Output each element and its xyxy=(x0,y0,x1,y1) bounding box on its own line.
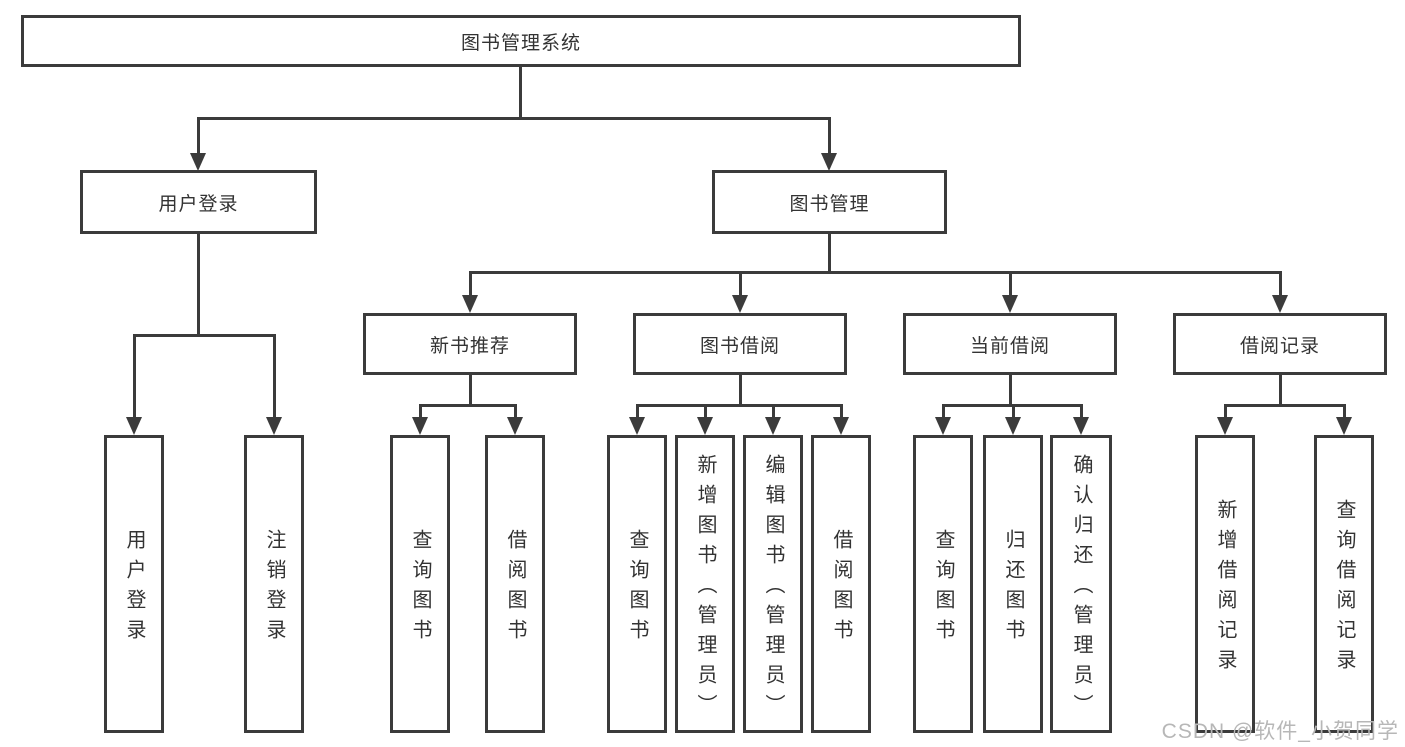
leaf-borrow-edit-admin-label: 编辑图书（管理员） xyxy=(762,454,784,724)
connector-line xyxy=(772,404,775,420)
connector-line xyxy=(1009,375,1012,406)
connector-line xyxy=(419,404,517,407)
connector-line xyxy=(519,67,522,119)
node-user-login: 用户登录 xyxy=(80,170,317,234)
arrow-down-icon xyxy=(412,417,428,435)
leaf-borrow-book: 借阅图书 xyxy=(811,435,871,733)
connector-line xyxy=(1012,404,1015,420)
arrow-down-icon xyxy=(266,417,282,435)
leaf-borrow-add-admin-label: 新增图书（管理员） xyxy=(694,454,716,724)
connector-line xyxy=(704,404,707,420)
connector-line xyxy=(197,117,831,120)
arrow-down-icon xyxy=(697,417,713,435)
leaf-borrow-add-admin: 新增图书（管理员） xyxy=(675,435,735,733)
connector-line xyxy=(1279,375,1282,406)
arrow-down-icon xyxy=(1002,295,1018,313)
leaf-borrow-query: 查询图书 xyxy=(607,435,667,733)
connector-line xyxy=(419,404,422,420)
arrow-down-icon xyxy=(1272,295,1288,313)
leaf-record-add: 新增借阅记录 xyxy=(1195,435,1255,733)
connector-line xyxy=(197,117,200,156)
connector-line xyxy=(1009,271,1012,298)
arrow-down-icon xyxy=(1336,417,1352,435)
connector-line xyxy=(133,334,136,420)
node-new-book-recommend: 新书推荐 xyxy=(363,313,577,375)
arrow-down-icon xyxy=(821,153,837,171)
node-book-management-label: 图书管理 xyxy=(789,193,870,215)
connector-line xyxy=(514,404,517,420)
leaf-record-add-label: 新增借阅记录 xyxy=(1214,499,1236,679)
arrow-down-icon xyxy=(190,153,206,171)
node-new-book-recommend-label: 新书推荐 xyxy=(429,335,510,357)
connector-line xyxy=(1224,404,1227,420)
leaf-borrow-edit-admin: 编辑图书（管理员） xyxy=(743,435,803,733)
connector-line xyxy=(1224,404,1346,407)
arrow-down-icon xyxy=(1217,417,1233,435)
connector-line xyxy=(133,334,276,337)
connector-line xyxy=(1343,404,1346,420)
leaf-record-query-label: 查询借阅记录 xyxy=(1333,499,1355,679)
node-book-borrow-label: 图书借阅 xyxy=(699,335,780,357)
connector-line xyxy=(828,234,831,274)
leaf-current-query: 查询图书 xyxy=(913,435,973,733)
arrow-down-icon xyxy=(935,417,951,435)
connector-line xyxy=(469,271,472,298)
arrow-down-icon xyxy=(833,417,849,435)
node-root: 图书管理系统 xyxy=(21,15,1021,67)
connector-line xyxy=(273,334,276,420)
node-book-borrow: 图书借阅 xyxy=(633,313,847,375)
arrow-down-icon xyxy=(507,417,523,435)
csdn-watermark: CSDN @软件_小贺同学 xyxy=(1161,720,1399,743)
leaf-record-query: 查询借阅记录 xyxy=(1314,435,1374,733)
node-book-management: 图书管理 xyxy=(712,170,947,234)
connector-line xyxy=(739,375,742,406)
node-borrow-records: 借阅记录 xyxy=(1173,313,1387,375)
leaf-current-return: 归还图书 xyxy=(983,435,1043,733)
connector-line xyxy=(197,234,200,337)
leaf-user-login: 用户登录 xyxy=(104,435,164,733)
connector-line xyxy=(469,375,472,406)
leaf-borrow-query-label: 查询图书 xyxy=(626,529,648,649)
node-current-borrow: 当前借阅 xyxy=(903,313,1117,375)
connector-line xyxy=(636,404,843,407)
node-current-borrow-label: 当前借阅 xyxy=(969,335,1050,357)
node-root-label: 图书管理系统 xyxy=(460,32,581,54)
arrow-down-icon xyxy=(732,295,748,313)
connector-line xyxy=(1080,404,1083,420)
connector-line xyxy=(636,404,639,420)
connector-line xyxy=(840,404,843,420)
arrow-down-icon xyxy=(1005,417,1021,435)
node-user-login-label: 用户登录 xyxy=(158,193,239,215)
connector-line xyxy=(828,117,831,156)
leaf-current-query-label: 查询图书 xyxy=(932,529,954,649)
leaf-logout: 注销登录 xyxy=(244,435,304,733)
connector-line xyxy=(739,271,742,298)
leaf-newbook-query-label: 查询图书 xyxy=(409,529,431,649)
leaf-current-return-label: 归还图书 xyxy=(1002,529,1024,649)
leaf-newbook-borrow: 借阅图书 xyxy=(485,435,545,733)
leaf-borrow-book-label: 借阅图书 xyxy=(830,529,852,649)
arrow-down-icon xyxy=(765,417,781,435)
leaf-user-login-label: 用户登录 xyxy=(123,529,145,649)
leaf-current-confirm-admin-label: 确认归还（管理员） xyxy=(1070,454,1092,724)
leaf-newbook-borrow-label: 借阅图书 xyxy=(504,529,526,649)
node-borrow-records-label: 借阅记录 xyxy=(1239,335,1320,357)
arrow-down-icon xyxy=(126,417,142,435)
arrow-down-icon xyxy=(462,295,478,313)
connector-line xyxy=(469,271,1282,274)
arrow-down-icon xyxy=(629,417,645,435)
leaf-current-confirm-admin: 确认归还（管理员） xyxy=(1050,435,1112,733)
leaf-newbook-query: 查询图书 xyxy=(390,435,450,733)
leaf-logout-label: 注销登录 xyxy=(263,529,285,649)
arrow-down-icon xyxy=(1073,417,1089,435)
connector-line xyxy=(1279,271,1282,298)
connector-line xyxy=(942,404,945,420)
